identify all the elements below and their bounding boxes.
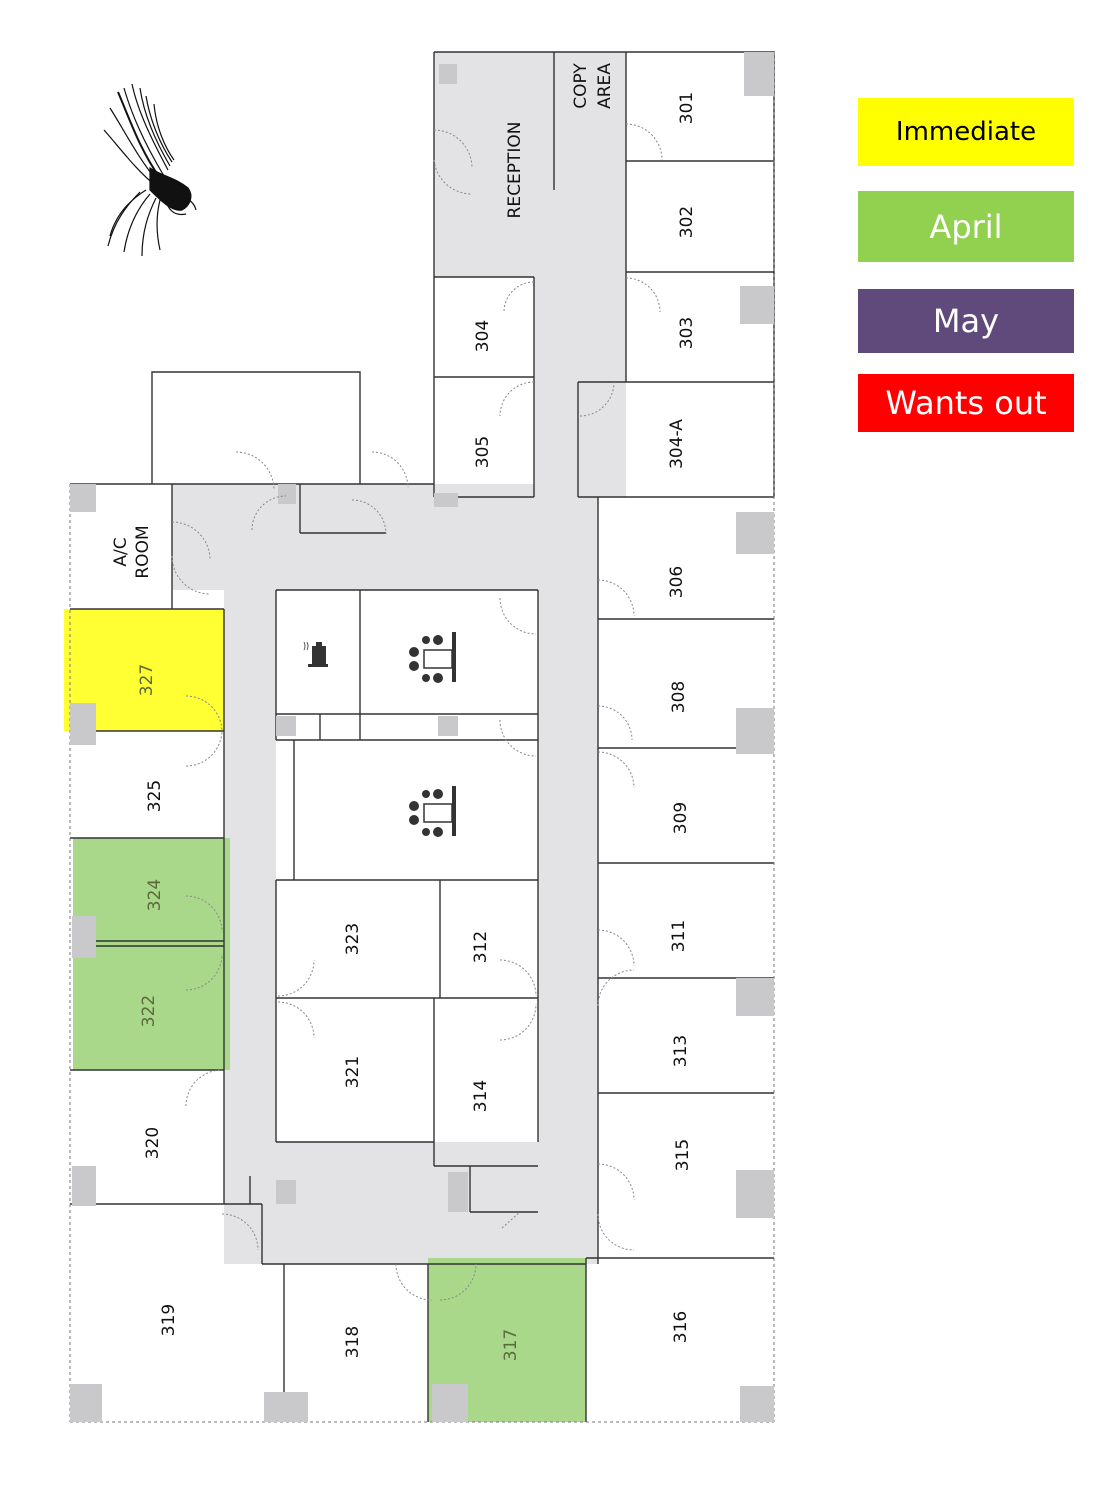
room-314-label: 314 <box>471 1080 491 1112</box>
legend-immediate: Immediate <box>858 98 1074 166</box>
room-320-label: 320 <box>143 1127 163 1159</box>
room-306-label: 306 <box>667 566 687 598</box>
room-309-label: 309 <box>671 802 691 834</box>
conference-table-icon <box>409 632 456 683</box>
legend-may: May <box>858 289 1074 353</box>
room-323-label: 323 <box>343 923 363 955</box>
eagle-logo <box>103 83 197 257</box>
room-325-label: 325 <box>145 780 165 812</box>
legend-immediate-label: Immediate <box>895 117 1037 147</box>
room-318-label: 318 <box>343 1326 363 1358</box>
legend-april: April <box>858 191 1074 262</box>
room-312-label: 312 <box>471 931 491 963</box>
highlight-324-322 <box>73 838 230 1070</box>
room-317-label: 317 <box>501 1329 521 1361</box>
room-308-label: 308 <box>669 681 689 713</box>
room-301-label: 301 <box>677 92 697 124</box>
room-327-label: 327 <box>137 664 157 696</box>
ac-room-label-2: ROOM <box>133 525 153 578</box>
room-302-label: 302 <box>677 206 697 238</box>
legend-wants-out-label: Wants out <box>885 384 1047 422</box>
room-311-label: 311 <box>669 920 689 952</box>
room-319-label: 319 <box>159 1304 179 1336</box>
copy-area-label-2: AREA <box>595 63 615 109</box>
room-316-label: 316 <box>671 1311 691 1343</box>
columns <box>70 52 774 1422</box>
conference-table-icon <box>409 786 456 837</box>
room-303-label: 303 <box>677 317 697 349</box>
legend-wants-out: Wants out <box>858 374 1074 432</box>
door-swings <box>171 123 663 1301</box>
coffee-machine-icon <box>303 641 328 667</box>
room-labels: 301 302 303 304 304-A 305 306 308 309 31… <box>111 63 697 1362</box>
room-324-label: 324 <box>145 879 165 911</box>
room-313-label: 313 <box>671 1035 691 1067</box>
room-322-label: 322 <box>139 995 159 1027</box>
room-305-label: 305 <box>473 436 493 468</box>
room-315-label: 315 <box>673 1139 693 1171</box>
legend-may-label: May <box>932 302 1000 340</box>
room-304-label: 304 <box>473 320 493 352</box>
room-304a-label: 304-A <box>667 419 687 469</box>
legend-april-label: April <box>929 207 1003 246</box>
room-321-label: 321 <box>343 1056 363 1088</box>
copy-area-label-1: COPY <box>571 63 591 109</box>
corridor <box>172 52 626 1264</box>
reception-label: RECEPTION <box>505 122 525 219</box>
ac-room-label-1: A/C <box>111 537 131 566</box>
